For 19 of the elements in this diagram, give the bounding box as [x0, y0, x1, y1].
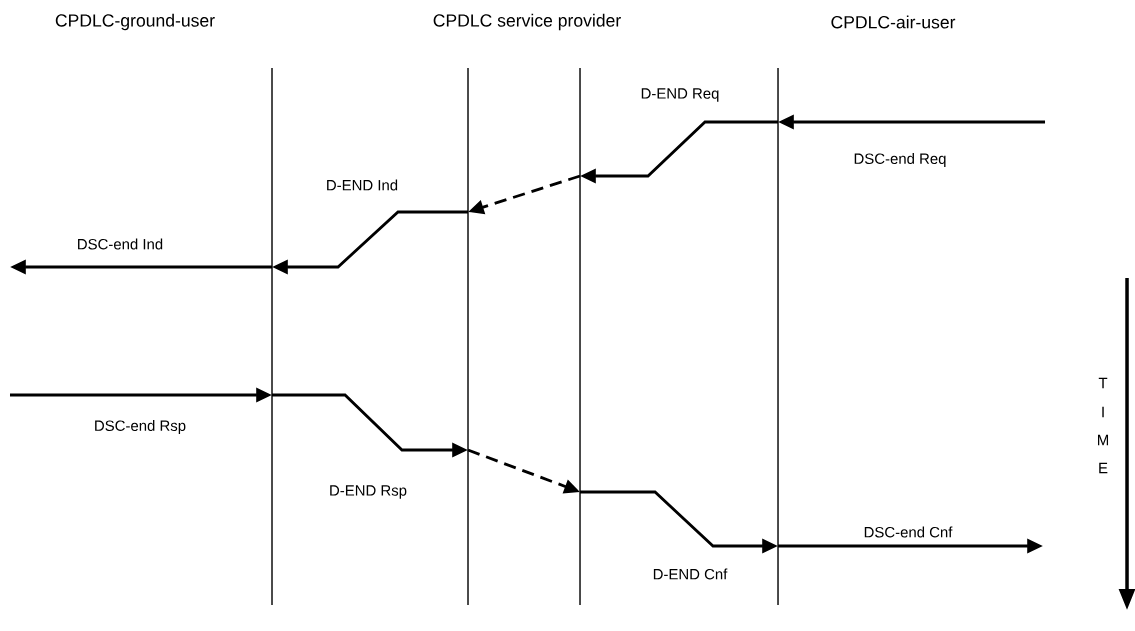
time-letter: E	[1099, 462, 1108, 474]
time-letter: M	[1098, 434, 1108, 446]
edge-label: D-END Req	[638, 86, 722, 104]
lifeline	[467, 67, 469, 606]
lifeline	[579, 67, 581, 606]
time-letter: I	[1102, 406, 1104, 418]
column-heading: CPDLC-air-user	[831, 15, 956, 29]
edge-label: D-END Cnf	[650, 566, 730, 582]
column-heading: CPDLC service provider	[433, 13, 621, 31]
edge-label: D-END Ind	[324, 177, 400, 193]
column-heading: CPDLC-ground-user	[55, 13, 215, 31]
edge-label: D-END Rsp	[327, 483, 409, 501]
edge-label: DSC-end Req	[851, 151, 949, 169]
lifeline	[271, 67, 273, 606]
time-letter: T	[1098, 377, 1108, 389]
edge-label: DSC-end Cnf	[861, 524, 955, 540]
edge-label: DSC-end Rsp	[92, 418, 188, 436]
lifeline	[777, 67, 779, 606]
edge-label: DSC-end Ind	[75, 236, 165, 252]
